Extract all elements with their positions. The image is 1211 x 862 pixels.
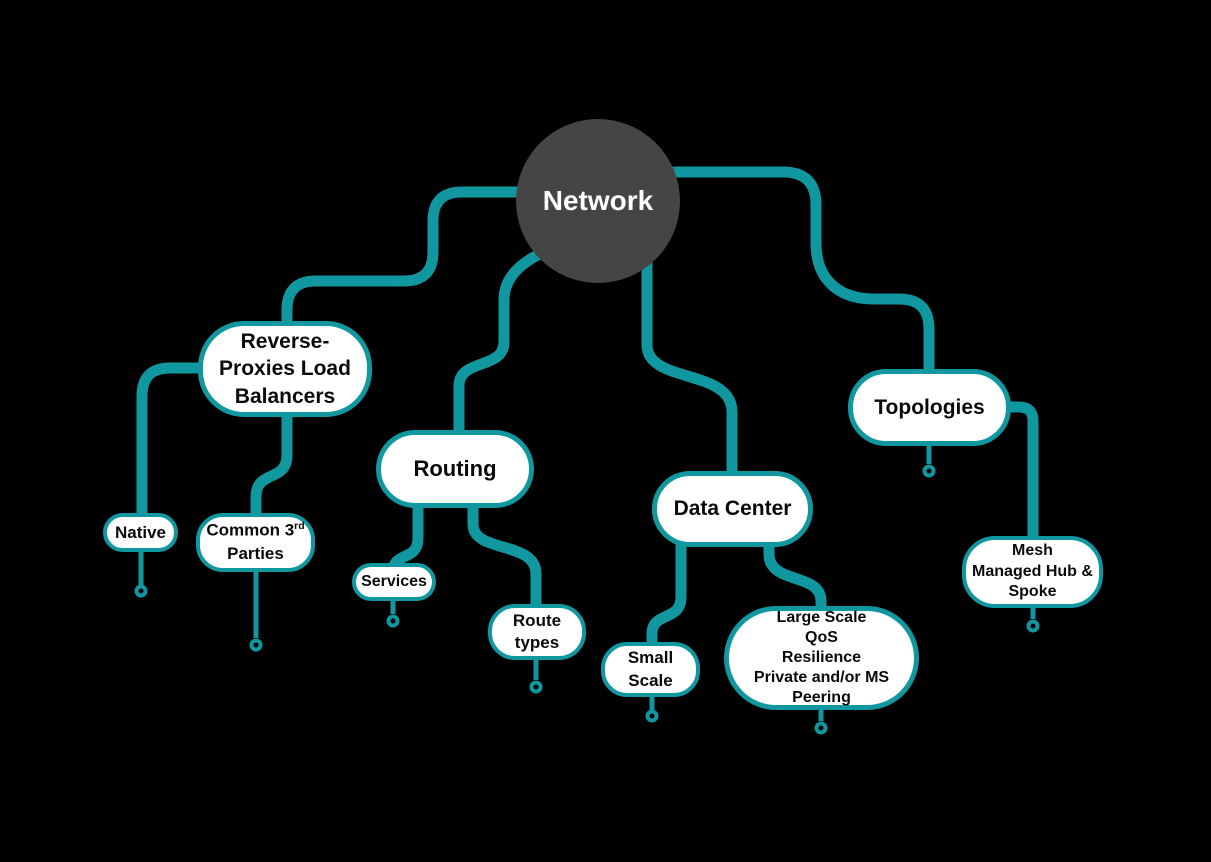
node-native: Native [103,513,178,552]
node-large-scale-qos: Large Scale QoS Resilience Private and/o… [724,606,919,710]
terminator-route-types [529,680,543,694]
terminator-topologies [922,464,936,478]
superscript-rd: rd [294,520,305,533]
connector-network-routing [453,241,558,440]
connector-routing-services [387,502,424,573]
node-reverse-proxies-load-balancers: Reverse- Proxies Load Balancers [198,321,372,417]
node-data-center: Data Center [652,471,813,547]
node-network: Network [516,119,680,283]
connector-reverse-proxies-native [136,362,206,522]
terminator-small-scale [645,709,659,723]
node-topologies: Topologies [848,369,1011,446]
connector-routing-route-types [467,502,542,612]
connector-data-center-small-scale [646,542,687,650]
connector-network-topologies [668,166,935,380]
terminator-mesh [1026,619,1040,633]
terminator-native [134,584,148,598]
node-routing: Routing [376,430,534,508]
connector-network-data-center [641,260,738,482]
node-route-types: Route types [488,604,586,660]
terminator-services [386,614,400,628]
connector-data-center-large-scale [763,542,827,614]
node-small-scale: Small Scale [601,642,700,697]
connector-network-reverse-proxies [281,186,560,332]
connector-topologies-mesh [1006,401,1039,542]
node-common-3rd-parties: Common 3rd Parties [196,513,315,572]
node-mesh-managed-hub-spoke: Mesh Managed Hub & Spoke [962,536,1103,608]
node-services: Services [352,563,436,601]
connector-reverse-proxies-common [250,410,293,522]
terminator-large-scale [814,721,828,735]
node-network-label: Network [542,185,654,216]
terminator-common [249,638,263,652]
